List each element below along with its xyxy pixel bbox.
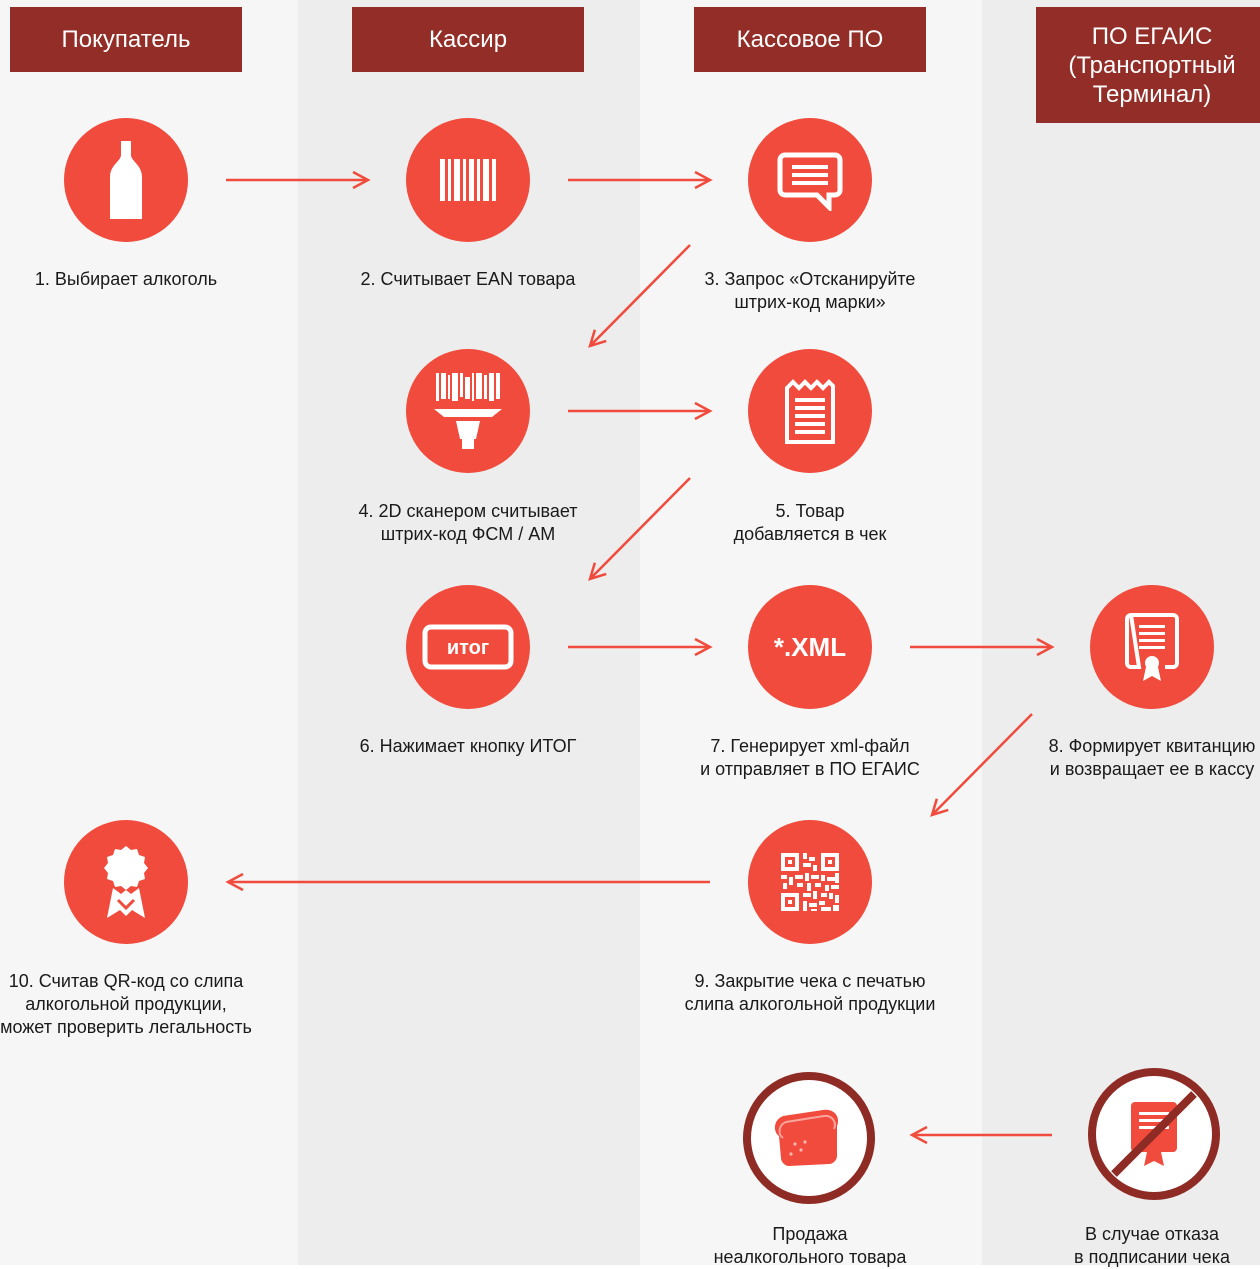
step-9-node xyxy=(748,820,872,944)
step-label-line: неалкогольного товара xyxy=(713,1247,907,1267)
step-3-label: 3. Запрос «Отсканируйте штрих-код марки» xyxy=(660,268,960,314)
step-label-line: штрих-код ФСМ / АМ xyxy=(380,524,556,544)
step-4-label: 4. 2D сканером считывает штрих-код ФСМ / … xyxy=(318,500,618,546)
step-label-line: 1. Выбирает алкоголь xyxy=(34,269,218,289)
step-12-label: В случае отказа в подписании чека xyxy=(1002,1223,1260,1269)
step-label-line: 5. Товар xyxy=(775,501,845,521)
step-1-node xyxy=(64,118,188,242)
barcode-icon xyxy=(440,159,496,201)
step-label-line: штрих-код марки» xyxy=(734,292,886,312)
step-label-line: 10. Считав QR-код со слипа xyxy=(8,971,244,991)
lane-header-pos-software: Кассовое ПО xyxy=(694,7,926,72)
step-10-node xyxy=(64,820,188,944)
certificate-icon xyxy=(1125,612,1179,681)
step-2-node xyxy=(406,118,530,242)
step-9-label: 9. Закрытие чека с печатью слипа алкоголь… xyxy=(660,970,960,1016)
step-label-line: может проверить легальность xyxy=(0,1017,252,1037)
step-label-line: и отправляет в ПО ЕГАИС xyxy=(700,759,920,779)
bottle-icon xyxy=(110,141,142,219)
step-1-label: 1. Выбирает алкоголь xyxy=(0,268,276,291)
step-7-node: *.XML xyxy=(748,585,872,709)
step-5-node xyxy=(748,349,872,473)
qr-code-icon xyxy=(781,853,839,911)
step-label-line: 6. Нажимает кнопку ИТОГ xyxy=(359,736,577,756)
total-button-icon: итог xyxy=(422,624,514,670)
no-certificate-icon xyxy=(1111,1091,1197,1177)
step-label-line: добавляется в чек xyxy=(733,524,887,544)
step-12-node xyxy=(1088,1068,1220,1200)
step-5-label: 5. Товар добавляется в чек xyxy=(660,500,960,546)
step-label-line: алкогольной продукции, xyxy=(25,994,227,1014)
step-label-line: и возвращает ее в кассу xyxy=(1049,759,1255,779)
step-8-label: 8. Формирует квитанцию и возвращает ее в … xyxy=(1002,735,1260,781)
lane-header-cashier: Кассир xyxy=(352,7,584,72)
xml-file-icon: *.XML xyxy=(774,632,846,662)
step-7-label: 7. Генерирует xml-файл и отправляет в ПО … xyxy=(660,735,960,781)
lane-header-buyer: Покупатель xyxy=(10,7,242,72)
xml-badge-text: *.XML xyxy=(774,632,846,662)
step-label-line: 9. Закрытие чека с печатью xyxy=(694,971,926,991)
scanner-icon xyxy=(434,373,502,449)
step-label-line: 7. Генерирует xml-файл xyxy=(710,736,910,756)
chat-bubble-icon xyxy=(777,152,843,211)
receipt-icon xyxy=(785,379,835,444)
step-2-label: 2. Считывает EAN товара xyxy=(318,268,618,291)
step-3-node xyxy=(748,118,872,242)
step-label-line: 2. Считывает EAN товара xyxy=(360,269,576,289)
step-label-line: в подписании чека xyxy=(1074,1247,1230,1267)
step-label-line: 3. Запрос «Отсканируйте xyxy=(704,269,916,289)
step-label-line: В случае отказа xyxy=(1084,1224,1220,1244)
step-10-label: 10. Считав QR-код со слипа алкогольной пр… xyxy=(0,970,276,1039)
step-4-node xyxy=(406,349,530,473)
total-button-text: итог xyxy=(447,637,489,659)
step-11-node xyxy=(743,1072,875,1204)
arrow-5-to-6 xyxy=(588,477,691,581)
step-label-line: Продажа xyxy=(772,1224,848,1244)
bread-icon xyxy=(774,1109,839,1166)
step-label-line: 8. Формирует квитанцию xyxy=(1048,736,1256,756)
step-label-line: 4. 2D сканером считывает xyxy=(358,501,578,521)
step-6-label: 6. Нажимает кнопку ИТОГ xyxy=(318,735,618,758)
step-6-node: итог xyxy=(406,585,530,709)
arrow-8-to-9 xyxy=(930,713,1033,817)
step-label-line: слипа алкогольной продукции xyxy=(684,994,936,1014)
award-icon xyxy=(104,846,148,918)
arrow-3-to-4 xyxy=(588,244,691,348)
lane-header-egais: ПО ЕГАИС (Транспортный Терминал) xyxy=(1036,7,1260,123)
step-8-node xyxy=(1090,585,1214,709)
step-11-label: Продажа неалкогольного товара xyxy=(660,1223,960,1269)
